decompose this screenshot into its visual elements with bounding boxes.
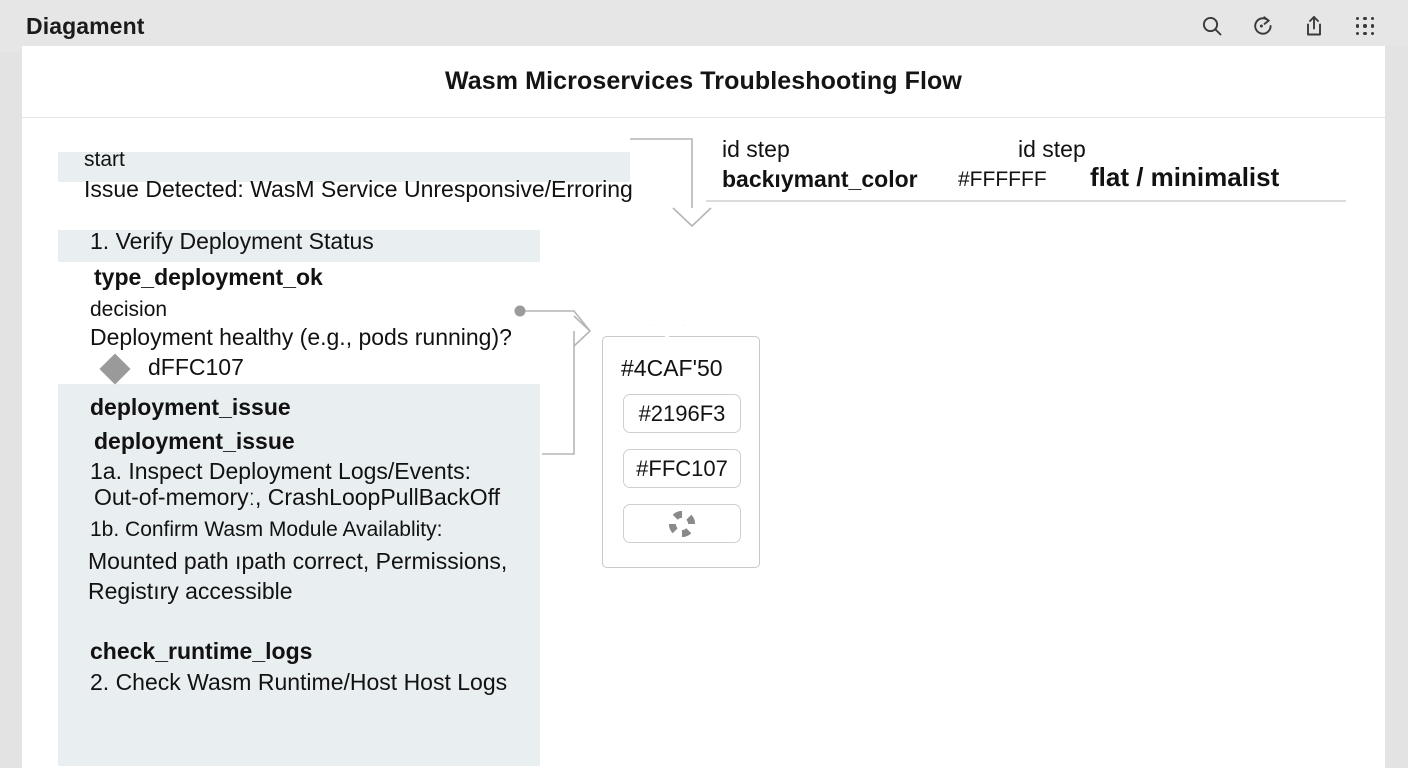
highlight-type [58, 230, 540, 262]
step-1a-detail: Out-of-memoryː, CrashLoopPullBackOff [94, 484, 501, 510]
page-title: Wasm Microservices Troubleshooting Flow [445, 67, 962, 95]
deployment-issue-key-2: deployment_issue [94, 428, 295, 454]
highlight-issue [58, 384, 540, 766]
panel-heading-color: #4CAF'50 [621, 355, 723, 381]
meta-col1-value: #FFFFFF [958, 168, 1047, 191]
step-1a-text: 1a. Inspect Deployment Logs/Events: [90, 458, 471, 484]
share-icon[interactable] [1301, 13, 1327, 39]
meta-col2-top: id step [1018, 136, 1086, 162]
decision-color-code: dFFC107 [148, 354, 244, 380]
step-1-text: 1. Verify Deployment Status [90, 228, 374, 254]
chip-lifebuoy[interactable] [623, 504, 741, 543]
start-label: start [84, 148, 125, 171]
highlight-start [58, 152, 630, 182]
app-bar-actions [1199, 13, 1378, 39]
meta-underline [706, 200, 1346, 202]
app-bar: Diagament [0, 0, 1408, 52]
meta-col2-bottom: flat / minimalist [1090, 162, 1280, 192]
apps-grid-glyph [1355, 16, 1375, 36]
connector-dot [514, 305, 526, 317]
app-title: Diagament [26, 12, 145, 39]
chip-blue[interactable]: #2196F3 [623, 394, 741, 433]
deployment-issue-key: deployment_issue [90, 394, 291, 420]
diagram-header: Wasm Microservices Troubleshooting Flow [22, 46, 1385, 118]
refresh-icon[interactable] [1250, 13, 1276, 39]
chip-amber[interactable]: #FFC107 [623, 449, 741, 488]
search-icon[interactable] [1199, 13, 1225, 39]
start-node-text: Issue Detected: WasM Service Unresponsiv… [84, 176, 633, 202]
meta-col1-top: id step [722, 136, 790, 162]
check-runtime-logs-key: check_runtime_logs [90, 638, 313, 664]
decision-diamond [99, 353, 131, 385]
panel-notch [650, 325, 684, 338]
diagram-canvas[interactable]: start Issue Detected: WasM Service Unres… [22, 118, 1385, 768]
meta-col1-bottom: backıymant_color [722, 166, 918, 192]
apps-grid-icon[interactable] [1352, 13, 1378, 39]
color-panel[interactable]: #4CAF'50 #2196F3 #FFC107 [602, 325, 760, 568]
type-deployment-ok-key: type_deployment_ok [94, 264, 323, 290]
right-gutter [1385, 46, 1408, 768]
decision-label: decision [90, 298, 168, 321]
decision-text: Deployment healthy (e.g., pods running)? [90, 324, 512, 350]
step-1b-detail-2: Registıry accessible [88, 578, 293, 604]
step-1b-text: 1b. Confirm Wasm Module Availablity: [90, 518, 443, 541]
diagram-card: Wasm Microservices Troubleshooting Flow [22, 46, 1385, 768]
step-2-text: 2. Check Wasm Runtime/Host Host Logs [90, 669, 508, 695]
lifebuoy-icon [668, 510, 696, 537]
step-1b-detail-1: Mounted path ıpath correct, Permissions, [88, 548, 508, 574]
